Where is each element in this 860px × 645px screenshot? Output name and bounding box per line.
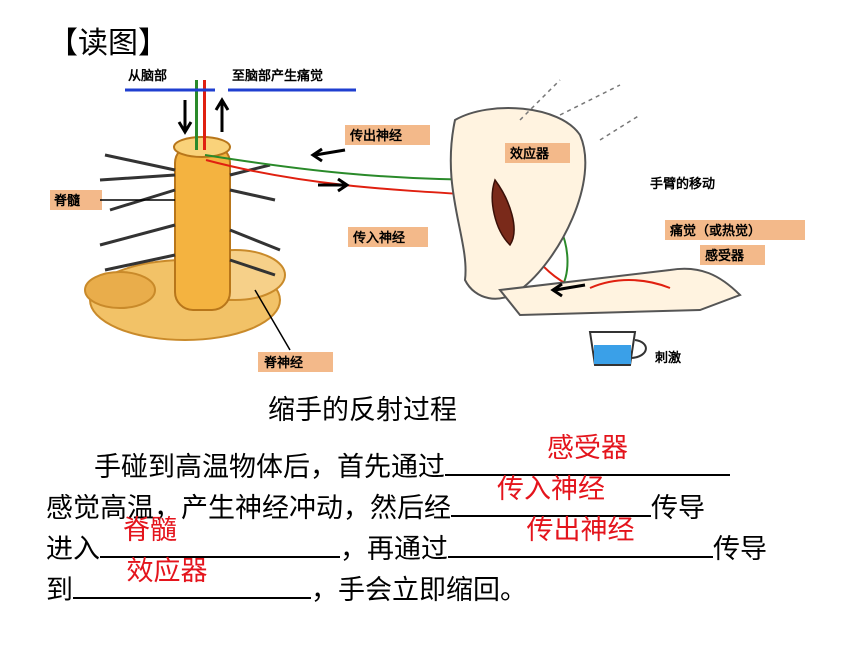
label-afferent-nerve: 传入神经 — [352, 230, 405, 246]
spinal-column-illustration — [84, 80, 286, 341]
label-spinal-nerve: 脊神经 — [263, 355, 303, 371]
answer-3: 脊髓 — [123, 515, 177, 546]
left-arrow-icon — [310, 147, 346, 163]
blank-5: 效应器 — [73, 556, 311, 599]
text-line4a: 到 — [46, 575, 73, 606]
label-spinal-cord: 脊髓 — [53, 193, 81, 209]
answer-1: 感受器 — [547, 433, 628, 464]
up-arrow-icon — [214, 97, 230, 132]
label-efferent-nerve: 传出神经 — [349, 128, 402, 144]
paragraph-line-4: 到 效应器 ，手会立即缩回。 — [46, 556, 836, 606]
blank-3: 脊髓 — [100, 515, 340, 558]
label-stimulus: 刺激 — [655, 350, 682, 366]
blank-1: 感受器 — [445, 433, 730, 476]
text-line3c: 传导 — [713, 534, 767, 565]
stimulus-arrow-icon — [550, 282, 586, 298]
blank-4: 传出神经 — [448, 515, 713, 558]
text-line3b: ，再通过 — [340, 534, 448, 565]
reflex-arc-diagram: 脊髓 传出神经 传入神经 效应器 痛觉（或热觉） 感受器 脊神经 从脑部 至脑部… — [50, 68, 805, 372]
paragraph-line-2: 感觉高温，产生神经冲动，然后经 传入神经传导 — [46, 474, 836, 524]
text-line4b: ，手会立即缩回。 — [311, 575, 527, 606]
text-line3a: 进入 — [46, 534, 100, 565]
heading: 【读图】 — [48, 26, 168, 61]
paragraph-line-3: 进入脊髓 ，再通过 传出神经传导 — [46, 515, 836, 565]
label-receptor-line1: 痛觉（或热觉） — [669, 223, 761, 239]
text-line2a: 感觉高温，产生神经冲动，然后经 — [46, 493, 451, 524]
fill-in-paragraph: 手碰到高温物体后，首先通过 感受器 感觉高温，产生神经冲动，然后经 传入神经传导 进… — [46, 433, 836, 606]
answer-2: 传入神经 — [497, 474, 605, 505]
answer-4: 传出神经 — [526, 515, 635, 546]
label-from-brain: 从脑部 — [128, 68, 167, 84]
label-arm-movement: 手臂的移动 — [650, 176, 715, 192]
hot-cup-illustration — [588, 331, 647, 366]
right-arrow-icon — [318, 177, 350, 193]
text-line1: 手碰到高温物体后，首先通过 — [94, 452, 445, 483]
diagram-caption: 缩手的反射过程 — [268, 395, 457, 426]
label-to-brain: 至脑部产生痛觉 — [232, 68, 323, 84]
text-line2b: 传导 — [651, 493, 705, 524]
arm-illustration — [449, 79, 742, 317]
blank-2: 传入神经 — [451, 474, 651, 517]
down-arrow-icon — [177, 100, 193, 135]
label-effector: 效应器 — [510, 146, 550, 162]
label-receptor-line2: 感受器 — [705, 248, 745, 264]
paragraph-line-1: 手碰到高温物体后，首先通过 感受器 — [46, 433, 836, 483]
answer-5: 效应器 — [126, 556, 208, 587]
